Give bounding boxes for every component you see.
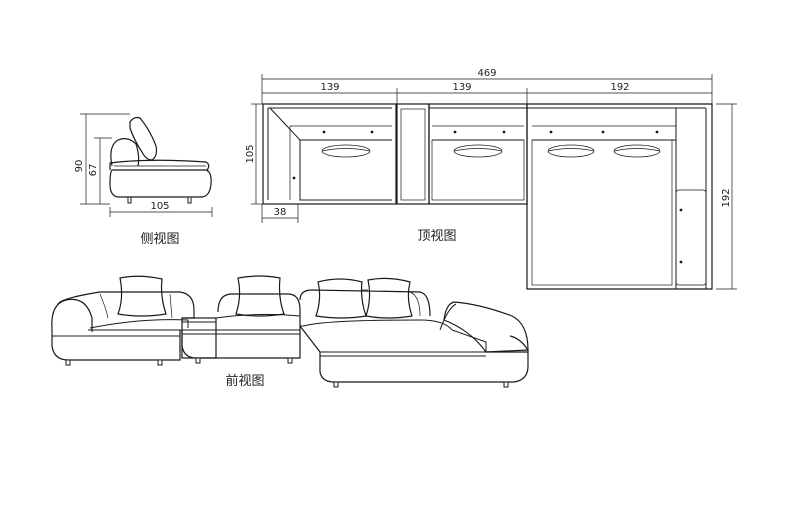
side-view-label: 侧视图	[140, 232, 179, 247]
front-view: 前视图	[51, 275, 529, 389]
total-width-dim: 469	[477, 68, 496, 79]
side-depth-dim: 105	[150, 201, 169, 212]
segment-3-dim: 192	[610, 82, 629, 93]
top-view: 469 139 139 192 105 192 38	[245, 68, 737, 290]
side-height-dim: 90	[74, 160, 85, 173]
side-seat-height-dim: 67	[88, 164, 99, 177]
segment-2-dim: 139	[452, 82, 471, 93]
arm-width-dim: 38	[274, 207, 287, 218]
segment-1-dim: 139	[320, 82, 339, 93]
chaise-length-dim: 192	[721, 188, 732, 207]
top-depth-dim: 105	[245, 144, 256, 163]
top-view-label: 顶视图	[417, 229, 456, 244]
side-view: 90 67 105 侧视图	[74, 113, 213, 247]
front-view-label: 前视图	[225, 373, 264, 389]
